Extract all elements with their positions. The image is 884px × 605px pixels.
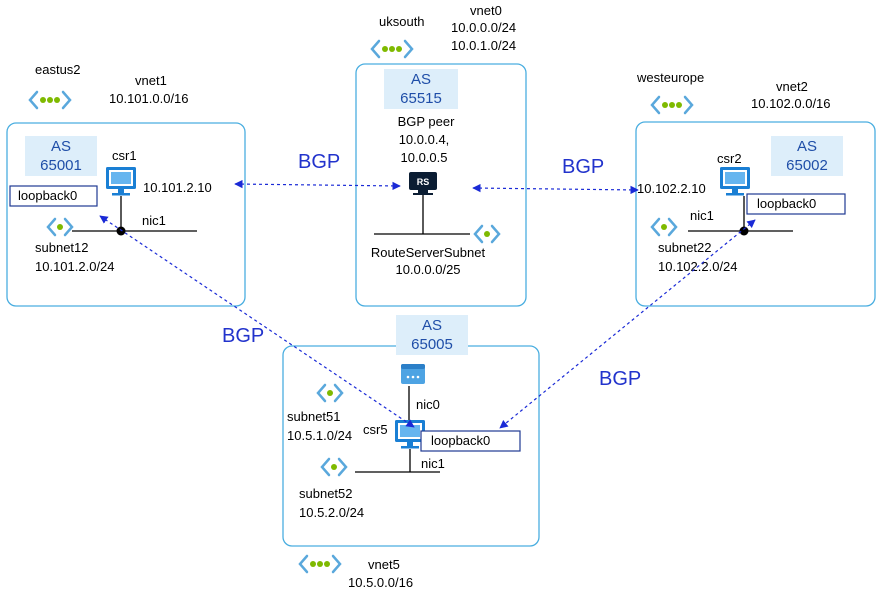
bgp-arrow-csr1-csr5 bbox=[99, 215, 415, 428]
vnet0-prefix1: 10.0.0.0/24 bbox=[451, 20, 516, 35]
subnet22-icon bbox=[650, 217, 678, 237]
svg-text:loopback0: loopback0 bbox=[757, 196, 816, 211]
bgp-label-lower-left: BGP bbox=[222, 325, 264, 347]
bgp-label-left: BGP bbox=[298, 151, 340, 173]
csr1-name: csr1 bbox=[112, 148, 137, 163]
vnet5-prefix: 10.5.0.0/16 bbox=[348, 575, 413, 590]
svg-text:65001: 65001 bbox=[40, 157, 82, 174]
vnet1-prefix: 10.101.0.0/16 bbox=[109, 91, 189, 106]
bgp-label-lower-right: BGP bbox=[599, 368, 641, 390]
as-box-65001: AS 65001 bbox=[25, 136, 97, 176]
svg-text:65002: 65002 bbox=[786, 157, 828, 174]
route-server-subnet-name: RouteServerSubnet bbox=[371, 245, 486, 260]
vnet0-icon bbox=[370, 39, 414, 59]
route-server-icon: RS bbox=[409, 172, 437, 195]
vnet2-region: westeurope bbox=[636, 70, 704, 85]
csr1-ip: 10.101.2.10 bbox=[143, 180, 212, 195]
csr2-ip: 10.102.2.10 bbox=[637, 181, 706, 196]
csr1-loopback-box: loopback0 bbox=[9, 185, 98, 207]
bgp-peer-ip2: 10.0.0.5 bbox=[401, 150, 448, 165]
vnet1-icon bbox=[28, 90, 72, 110]
vnet1-name: vnet1 bbox=[135, 73, 167, 88]
bgp-arrow-rs-csr2 bbox=[472, 183, 639, 195]
svg-text:loopback0: loopback0 bbox=[431, 433, 490, 448]
subnet22-name: subnet22 bbox=[658, 240, 712, 255]
subnet51-prefix: 10.5.1.0/24 bbox=[287, 428, 352, 443]
bgp-peer-title: BGP peer bbox=[398, 114, 456, 129]
svg-text:AS: AS bbox=[51, 138, 71, 155]
subnet52-name: subnet52 bbox=[299, 486, 353, 501]
csr5-name: csr5 bbox=[363, 422, 388, 437]
csr5-nic0: nic0 bbox=[416, 397, 440, 412]
bgp-label-right: BGP bbox=[562, 156, 604, 178]
svg-text:loopback0: loopback0 bbox=[18, 188, 77, 203]
route-server-subnet-prefix: 10.0.0.0/25 bbox=[395, 262, 460, 277]
csr5-nic1: nic1 bbox=[421, 456, 445, 471]
csr5-loopback-box: loopback0 bbox=[420, 430, 521, 452]
public-ip-icon bbox=[401, 364, 425, 384]
svg-text:AS: AS bbox=[422, 317, 442, 334]
svg-text:AS: AS bbox=[411, 71, 431, 88]
as-box-65002: AS 65002 bbox=[771, 136, 843, 176]
as-box-65005: AS 65005 bbox=[396, 315, 468, 355]
subnet52-icon bbox=[320, 457, 348, 477]
bgp-peer-ip1: 10.0.0.4, bbox=[399, 132, 450, 147]
csr2-vm-icon bbox=[720, 167, 750, 196]
csr2-nic-dot bbox=[739, 226, 749, 236]
svg-text:RS: RS bbox=[417, 177, 430, 187]
csr2-nic: nic1 bbox=[690, 208, 714, 223]
route-server-subnet-icon bbox=[473, 224, 501, 244]
vnet0-prefix2: 10.0.1.0/24 bbox=[451, 38, 516, 53]
subnet51-name: subnet51 bbox=[287, 409, 341, 424]
vnet5-icon bbox=[298, 554, 342, 574]
csr1-nic: nic1 bbox=[142, 213, 166, 228]
svg-text:65515: 65515 bbox=[400, 90, 442, 107]
subnet12-name: subnet12 bbox=[35, 240, 89, 255]
csr2-name: csr2 bbox=[717, 151, 742, 166]
vnet2-icon bbox=[650, 95, 694, 115]
csr1-nic-dot bbox=[116, 226, 126, 236]
svg-text:AS: AS bbox=[797, 138, 817, 155]
vnet0-region: uksouth bbox=[379, 14, 425, 29]
vnet0-name: vnet0 bbox=[470, 3, 502, 18]
subnet52-prefix: 10.5.2.0/24 bbox=[299, 505, 364, 520]
bgp-arrow-csr1-rs bbox=[234, 179, 401, 191]
subnet51-icon bbox=[316, 383, 344, 403]
vnet2-prefix: 10.102.0.0/16 bbox=[751, 96, 831, 111]
vnet2-name: vnet2 bbox=[776, 79, 808, 94]
as-box-65515: AS 65515 bbox=[384, 69, 458, 109]
bgp-arrow-csr2-csr5 bbox=[499, 219, 756, 429]
svg-text:65005: 65005 bbox=[411, 336, 453, 353]
csr2-loopback-box: loopback0 bbox=[746, 193, 846, 215]
vnet5-name: vnet5 bbox=[368, 557, 400, 572]
subnet12-icon bbox=[46, 217, 74, 237]
subnet12-prefix: 10.101.2.0/24 bbox=[35, 259, 115, 274]
vnet1-region: eastus2 bbox=[35, 62, 81, 77]
csr1-vm-icon bbox=[106, 167, 136, 196]
